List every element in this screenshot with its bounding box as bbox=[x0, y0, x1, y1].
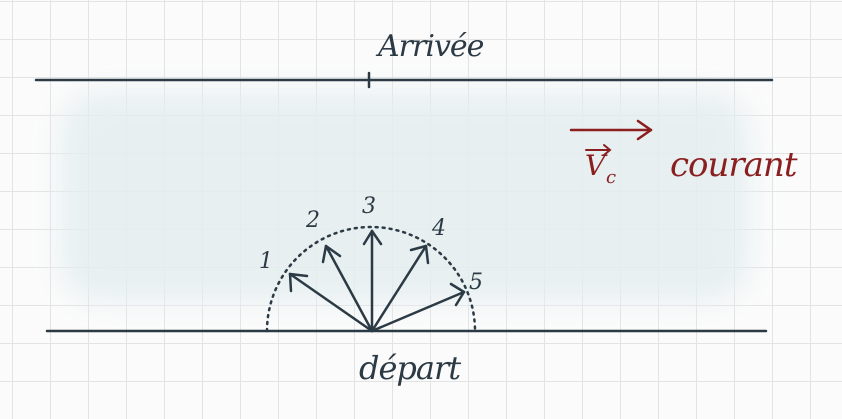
vector-label-1: 1 bbox=[259, 249, 273, 274]
vector-label-4: 4 bbox=[431, 216, 446, 241]
departure-label: départ bbox=[359, 349, 461, 387]
vector-3 bbox=[362, 229, 383, 333]
vector-4 bbox=[370, 244, 430, 333]
current-label: courant bbox=[670, 145, 798, 185]
vector-label-3: 3 bbox=[362, 194, 376, 219]
vector-1 bbox=[288, 272, 374, 333]
current-symbol-subscript: c bbox=[606, 167, 616, 188]
dotted-semicircle bbox=[265, 225, 477, 333]
current-symbol-v: V bbox=[585, 149, 608, 182]
vector-2 bbox=[321, 244, 374, 333]
arrival-label: Arrivée bbox=[375, 29, 484, 64]
vector-label-2: 2 bbox=[305, 208, 320, 233]
vector-5 bbox=[370, 282, 466, 333]
vector-label-5: 5 bbox=[469, 270, 483, 295]
current-velocity-symbol: V c bbox=[585, 144, 616, 188]
current-arrow bbox=[569, 119, 653, 141]
velocity-vectors bbox=[288, 229, 466, 333]
river-water bbox=[60, 92, 750, 302]
